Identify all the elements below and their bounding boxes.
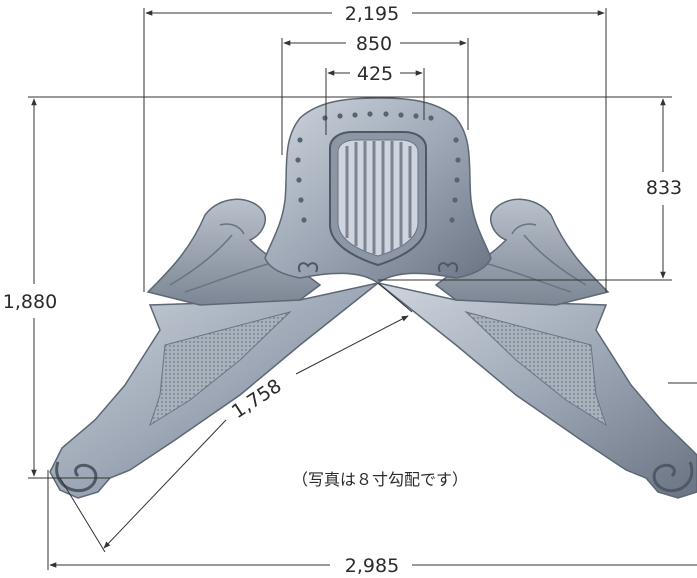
right-swirl: [438, 262, 458, 273]
dimension-lines: [28, 8, 697, 570]
shield-stripes: [345, 141, 412, 254]
left-leaf-veins: [169, 223, 276, 293]
right-leg: [377, 282, 697, 499]
right-curl: [652, 461, 694, 493]
dim-total-width: 2,195: [345, 3, 399, 25]
left-leg-mesh: [149, 311, 292, 427]
dim-shield-width: 425: [357, 63, 393, 85]
right-leg-mesh: [464, 311, 607, 427]
dim-upper-height: 833: [646, 177, 682, 199]
dim-upper-width: 850: [356, 33, 392, 55]
photo-note: （写真は８寸勾配です）: [292, 470, 468, 489]
left-leg: [49, 282, 379, 499]
shield-face: [337, 139, 419, 257]
dim-total-height: 1,880: [3, 291, 57, 313]
ornament-illustration: [49, 97, 697, 499]
right-leaf-veins: [480, 223, 587, 293]
rivets: [295, 111, 461, 223]
dim-base-width: 2,985: [345, 555, 399, 577]
left-swirl: [298, 262, 318, 273]
